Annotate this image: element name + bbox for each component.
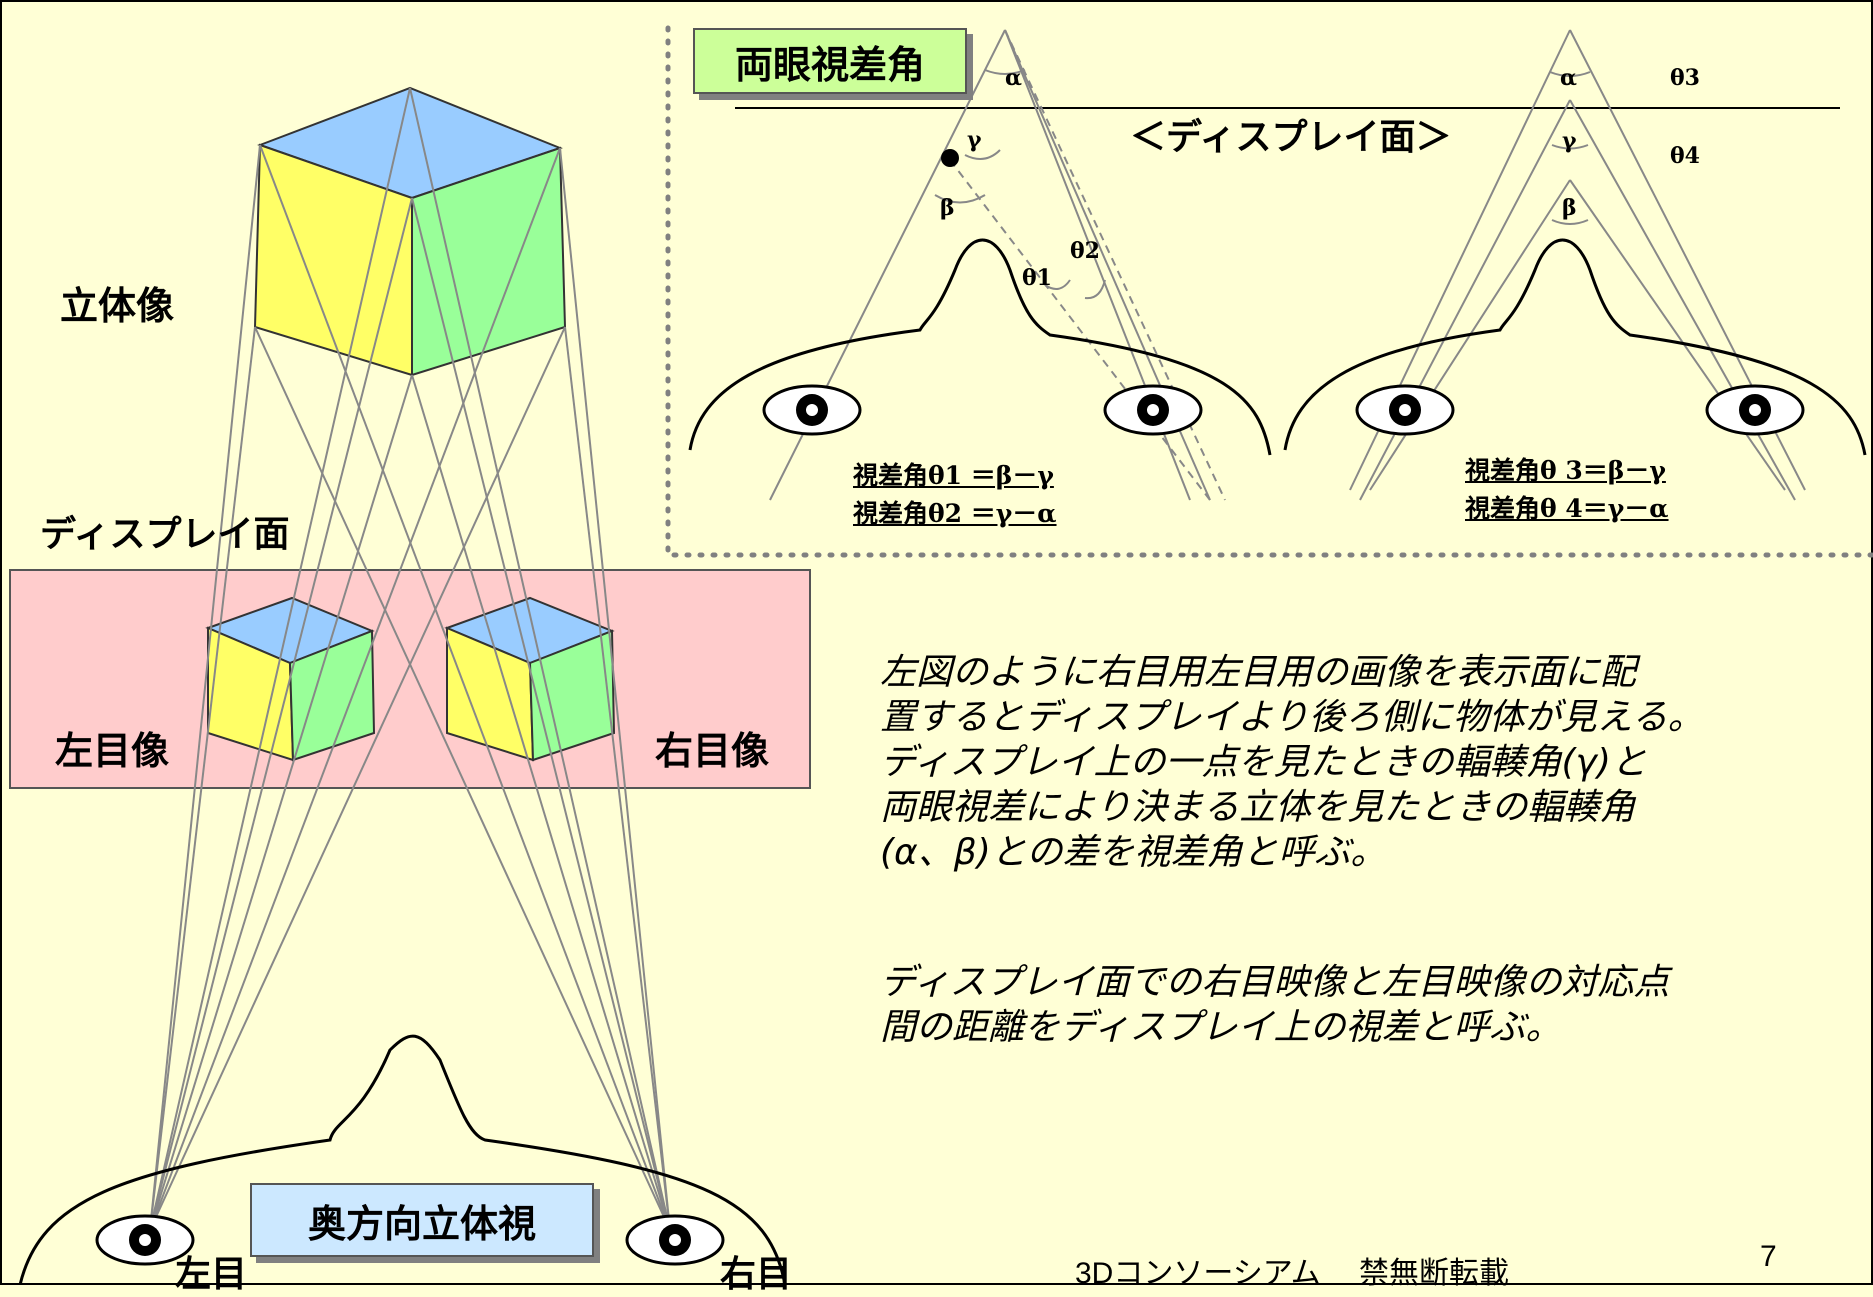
depth-stereo-label: 奥方向立体視 bbox=[307, 1201, 536, 1246]
right-eye-image-label: 右目像 bbox=[655, 729, 770, 773]
alpha-label-left: α bbox=[1005, 65, 1022, 91]
theta1-label: θ1 bbox=[1022, 265, 1052, 291]
right-cube-right bbox=[528, 629, 616, 762]
inset-right-right-eye-icon bbox=[1705, 384, 1805, 436]
formula-theta2: 視差角θ2 ＝γ－α bbox=[853, 499, 1057, 528]
theta2-label: θ2 bbox=[1070, 238, 1100, 264]
beta-label-right: β bbox=[1562, 195, 1577, 221]
right-eye-label: 右目 bbox=[720, 1254, 793, 1295]
description-paragraph-2: ディスプレイ面での右目映像と左目映像の対応点 間の距離をディスプレイ上の視差と呼… bbox=[880, 960, 1669, 1050]
formula-theta3: 視差角θ 3＝β－γ bbox=[1465, 456, 1666, 485]
alpha-label-right: α bbox=[1560, 65, 1577, 91]
projection-lines bbox=[149, 87, 671, 1231]
right-eye-icon bbox=[625, 1214, 725, 1266]
head-outline-main bbox=[18, 1034, 787, 1285]
inset-head-left bbox=[688, 238, 1272, 456]
parallax-angle-title-box: 両眼視差角 bbox=[693, 28, 967, 94]
left-cube-right bbox=[288, 629, 376, 762]
theta4-label: θ4 bbox=[1670, 143, 1700, 169]
description-paragraph-1: 左図のように右目用左目用の画像を表示面に配 置するとディスプレイより後ろ側に物体… bbox=[880, 650, 1704, 875]
inset-frame bbox=[665, 25, 1873, 558]
gamma-label-right: γ bbox=[1562, 128, 1577, 154]
left-eye-label: 左目 bbox=[175, 1254, 248, 1295]
page-number: 7 bbox=[1760, 1240, 1777, 1273]
description-line: (α、β)との差を視差角と呼ぶ。 bbox=[880, 832, 1387, 873]
inset-right-angle-arcs bbox=[1549, 71, 1591, 225]
inset-point bbox=[941, 149, 959, 167]
beta-label-left: β bbox=[940, 195, 955, 221]
inset-right-eye-icon bbox=[1103, 384, 1203, 436]
left-eye-cube bbox=[205, 596, 376, 762]
inset-right-left-eye-icon bbox=[1355, 384, 1455, 436]
stereo-cube bbox=[253, 86, 567, 377]
description-line: 間の距離をディスプレイ上の視差と呼ぶ。 bbox=[880, 1007, 1562, 1048]
description-line: 置するとディスプレイより後ろ側に物体が見える。 bbox=[880, 697, 1704, 738]
inset-angle-arcs bbox=[934, 69, 1106, 300]
formula-theta1: 視差角θ1 ＝β－γ bbox=[853, 461, 1054, 490]
display-band bbox=[9, 569, 811, 789]
left-eye-icon bbox=[95, 1214, 195, 1266]
description-line: ディスプレイ上の一点を見たときの輻輳角(γ)と bbox=[880, 742, 1647, 783]
formula-theta4: 視差角θ 4＝γ－α bbox=[1465, 494, 1669, 523]
description-line: 左図のように右目用左目用の画像を表示面に配 bbox=[880, 652, 1637, 693]
description-line: 両眼視差により決まる立体を見たときの輻輳角 bbox=[880, 787, 1636, 828]
display-plane-label: ディスプレイ面 bbox=[40, 514, 290, 555]
description-line: ディスプレイ面での右目映像と左目映像の対応点 bbox=[880, 962, 1670, 1003]
inset-left-eye-icon bbox=[762, 384, 862, 436]
inset-head-right bbox=[1283, 238, 1867, 456]
gamma-label-left: γ bbox=[967, 127, 982, 153]
theta3-label: θ3 bbox=[1670, 65, 1700, 91]
left-eye-image-label: 左目像 bbox=[55, 729, 170, 773]
inset-display-plane-label: ＜ディスプレイ面＞ bbox=[1130, 117, 1452, 158]
parallax-angle-title: 両眼視差角 bbox=[734, 42, 925, 87]
stereo-image-label: 立体像 bbox=[60, 284, 175, 328]
depth-stereo-box: 奥方向立体視 bbox=[250, 1183, 594, 1257]
right-eye-cube bbox=[444, 596, 616, 762]
copyright-notice: 3Dコンソーシアム 禁無断転載 bbox=[1075, 1257, 1509, 1290]
